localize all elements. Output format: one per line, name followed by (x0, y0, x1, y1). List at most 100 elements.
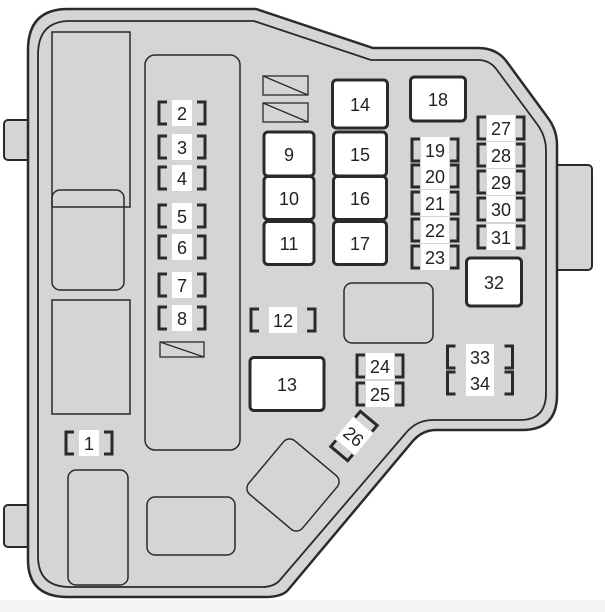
small-fuse-4[interactable]: 4 (157, 165, 207, 191)
fuse-number: 1 (84, 434, 94, 454)
fuse-body (262, 220, 316, 266)
fuse-label-bg (421, 217, 449, 243)
large-fuse-16[interactable]: 16 (332, 175, 388, 221)
fuse-label-bg (421, 137, 449, 163)
fuse-body (262, 175, 316, 221)
small-fuse-5[interactable]: 5 (157, 203, 207, 229)
large-fuse-32[interactable]: 32 (465, 256, 523, 308)
large-fuse-17[interactable]: 17 (332, 220, 388, 266)
small-fuse-34[interactable]: 34 (446, 370, 514, 396)
fuse-number: 23 (425, 248, 445, 268)
fuse-bracket (410, 190, 460, 216)
large-fuse-18[interactable]: 18 (409, 75, 467, 123)
fuse-bracket (355, 381, 405, 407)
relay-symbol-diagonal (262, 75, 309, 96)
fuse-bracket (476, 196, 526, 222)
relay-symbol-diagonal (159, 341, 205, 358)
small-fuse-3[interactable]: 3 (157, 134, 207, 160)
small-fuse-19[interactable]: 19 (410, 137, 460, 163)
fuse-number: 3 (177, 138, 187, 158)
fuse-label-bg (366, 381, 394, 407)
fuse-bracket (355, 353, 405, 379)
fuse-number: 10 (279, 189, 299, 209)
fuse-bracket (476, 169, 526, 195)
fuse-label-bg (466, 370, 494, 396)
fuse-number: 9 (284, 145, 294, 165)
small-fuse-24[interactable]: 24 (355, 353, 405, 379)
fuse-number: 22 (425, 221, 445, 241)
fuse-bracket (157, 134, 207, 160)
small-fuse-12[interactable]: 12 (249, 307, 317, 333)
relay-symbol (262, 75, 309, 96)
fuse-number: 12 (273, 311, 293, 331)
fuse-bracket (410, 163, 460, 189)
fuse-label-bg (172, 305, 192, 331)
fuse-number: 34 (470, 374, 490, 394)
small-fuse-29[interactable]: 29 (476, 169, 526, 195)
small-fuse-31[interactable]: 31 (476, 224, 526, 250)
fuse-label-bg (269, 307, 297, 333)
small-fuse-33[interactable]: 33 (446, 344, 514, 370)
small-fuse-1[interactable]: 1 (64, 430, 114, 456)
relay-symbols (159, 75, 309, 358)
small-fuse-22[interactable]: 22 (410, 217, 460, 243)
large-fuse-15[interactable]: 15 (332, 130, 388, 178)
fuse-label-bg (466, 344, 494, 370)
housing-blocks (51, 31, 434, 586)
small-fuse-23[interactable]: 23 (410, 244, 460, 270)
fuse-label-bg (79, 430, 99, 456)
fuse-number: 11 (280, 234, 299, 254)
fuse-bracket (476, 224, 526, 250)
fuse-number: 8 (177, 309, 187, 329)
fuse-number: 7 (177, 276, 187, 296)
fuse-body (331, 78, 389, 130)
housing-block (51, 299, 131, 415)
fuse-bracket (157, 203, 207, 229)
fuse-number: 6 (177, 238, 187, 258)
small-fuse-25[interactable]: 25 (355, 381, 405, 407)
fuse-label-bg (421, 163, 449, 189)
fuse-number: 17 (350, 234, 370, 254)
fuse-label-bg (421, 244, 449, 270)
fuse-label-bg (366, 353, 394, 379)
housing-block (246, 438, 340, 532)
small-fuse-28[interactable]: 28 (476, 142, 526, 168)
small-fuse-20[interactable]: 20 (410, 163, 460, 189)
fuse-label-bg (487, 196, 515, 222)
fuse-number: 33 (470, 348, 490, 368)
fuse-number: 24 (370, 357, 390, 377)
housing-block (144, 54, 241, 451)
fuse-number: 20 (425, 167, 445, 187)
small-fuse-30[interactable]: 30 (476, 196, 526, 222)
fuse-label-bg (487, 115, 515, 141)
small-fuse-7[interactable]: 7 (157, 272, 207, 298)
fuse-body (409, 75, 467, 123)
small-fuse-27[interactable]: 27 (476, 115, 526, 141)
housing-block (67, 469, 129, 586)
fuse-body (248, 356, 326, 412)
large-fuse-10[interactable]: 10 (262, 175, 316, 221)
small-fuse-21[interactable]: 21 (410, 190, 460, 216)
fuse-bracket (476, 115, 526, 141)
housing-inner (37, 20, 547, 588)
bottom-strip (0, 600, 605, 612)
large-fuse-13[interactable]: 13 (248, 356, 326, 412)
fuse-number: 16 (350, 189, 370, 209)
small-fuse-2[interactable]: 2 (157, 100, 207, 126)
fuse-label-bg (335, 416, 373, 456)
large-fuse-11[interactable]: 11 (262, 220, 316, 266)
large-fuse-9[interactable]: 9 (262, 130, 316, 178)
fuse-number: 14 (350, 95, 370, 115)
fuse-bracket (446, 344, 514, 370)
fuse-number: 18 (428, 90, 448, 110)
fuse-number: 4 (177, 169, 187, 189)
fuse-number: 13 (277, 375, 297, 395)
large-fuse-14[interactable]: 14 (331, 78, 389, 130)
fuse-label-bg (172, 234, 192, 260)
fuse-bracket (410, 244, 460, 270)
small-fuse-8[interactable]: 8 (157, 305, 207, 331)
fuse-number: 27 (491, 119, 511, 139)
housing-block (343, 282, 434, 344)
fuse-bracket (157, 234, 207, 260)
small-fuse-6[interactable]: 6 (157, 234, 207, 260)
